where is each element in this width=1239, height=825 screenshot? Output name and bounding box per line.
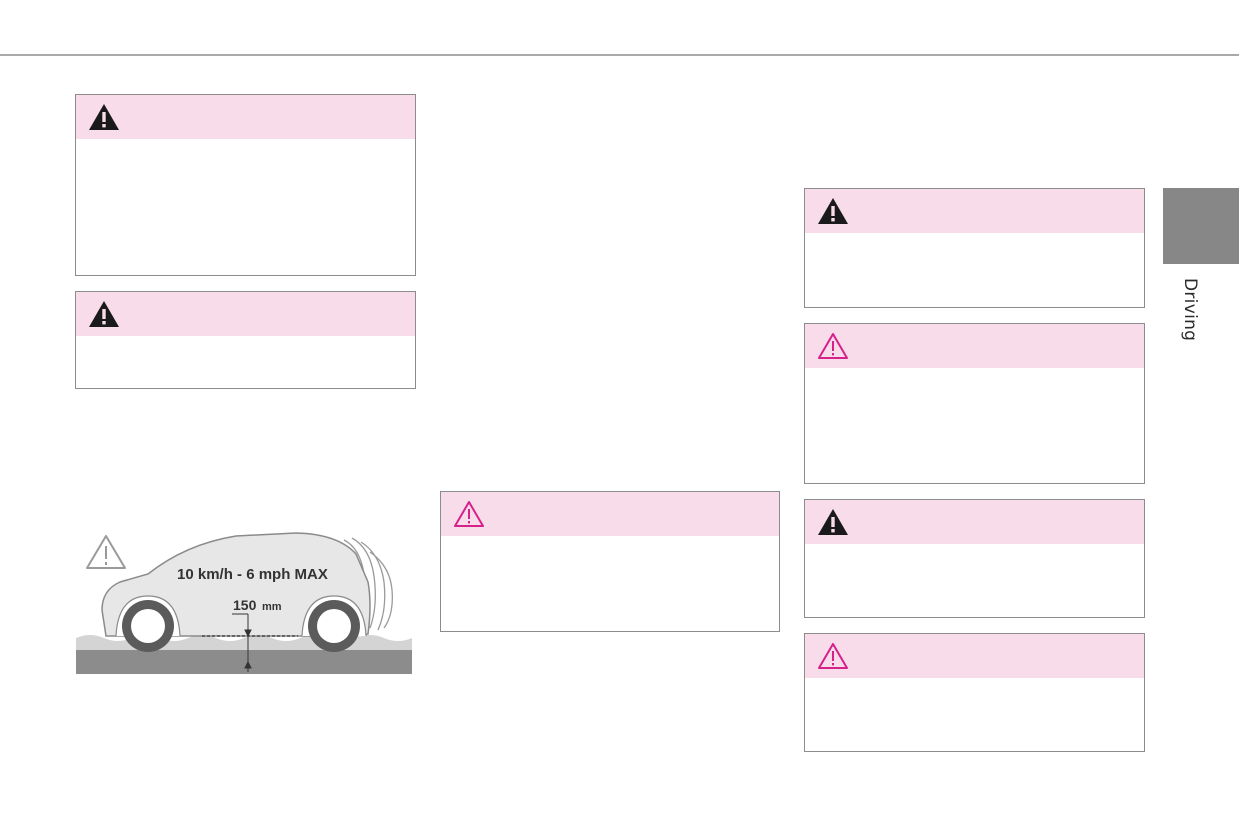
warning-filled-icon: [818, 509, 848, 535]
warning-box-header: [805, 500, 1144, 544]
warning-box: [75, 94, 416, 276]
section-tab: [1163, 188, 1239, 264]
caution-outline-icon: [454, 501, 484, 527]
caution-box: [440, 491, 780, 632]
front-wheel: [122, 600, 174, 652]
warning-box: [804, 188, 1145, 308]
caution-box: [804, 323, 1145, 484]
caution-outline-icon: [818, 643, 848, 669]
top-rule: [0, 54, 1239, 56]
speed-limit-text: 10 km/h - 6 mph MAX: [177, 566, 328, 583]
rear-wheel: [308, 600, 360, 652]
warning-box: [804, 499, 1145, 618]
caution-outline-icon: [86, 535, 126, 569]
depth-unit-text: mm: [262, 601, 282, 613]
warning-box: [75, 291, 416, 389]
warning-box-header: [805, 189, 1144, 233]
caution-box-header: [441, 492, 779, 536]
warning-filled-icon: [89, 104, 119, 130]
warning-box-header: [76, 292, 415, 336]
flood-driving-illustration: 10 km/h - 6 mph MAX 150 mm: [76, 532, 412, 674]
caution-box: [804, 633, 1145, 752]
warning-filled-icon: [89, 301, 119, 327]
warning-filled-icon: [818, 198, 848, 224]
section-tab-label: Driving: [1180, 278, 1200, 342]
caution-box-header: [805, 634, 1144, 678]
depth-value-text: 150: [233, 597, 257, 613]
caution-box-header: [805, 324, 1144, 368]
caution-outline-icon: [818, 333, 848, 359]
road-surface: [76, 648, 412, 674]
warning-box-header: [76, 95, 415, 139]
depth-marker: [232, 613, 252, 672]
